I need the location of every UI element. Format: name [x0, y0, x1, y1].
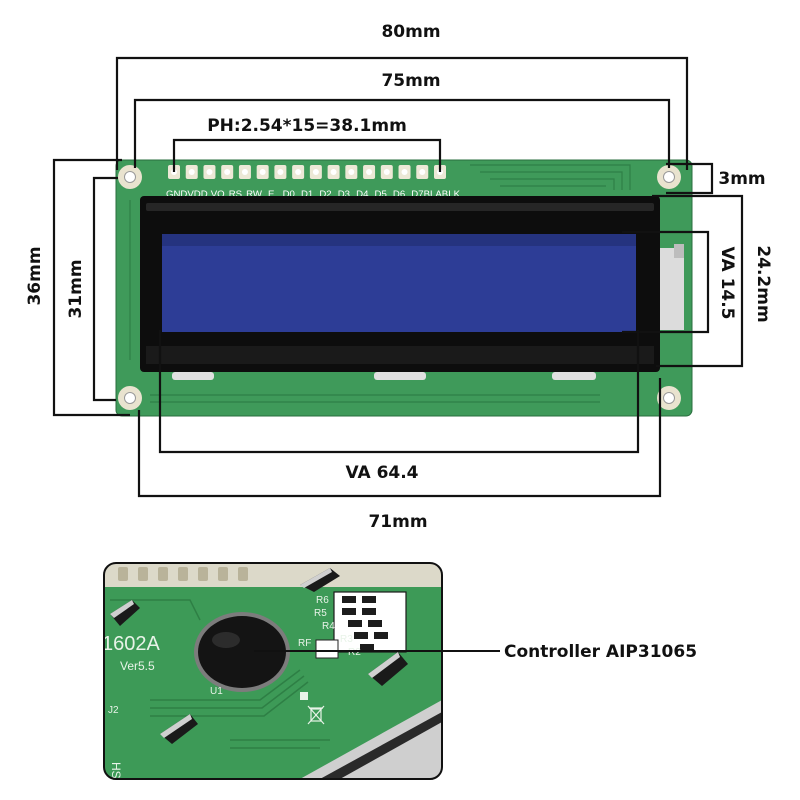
pin-label: D4	[356, 189, 368, 200]
pin-hole	[348, 169, 355, 175]
pin-label: D2	[319, 189, 331, 200]
resistor-label-r6: R6	[316, 595, 329, 606]
pcb-traces	[129, 164, 631, 403]
dim-pinheader-line	[172, 138, 442, 172]
j2-label: J2	[108, 705, 119, 716]
dim-va-width-line	[158, 330, 640, 454]
back-board-photo: R6 R5 R4 R3 R2 RF 1602A Ver5.5 U1 J2 HS	[102, 563, 442, 779]
resistor-label-r3: R3	[340, 634, 353, 645]
dim-31mm-label: 31mm	[66, 259, 86, 318]
pin-hole	[241, 169, 248, 175]
controller-chip-gloss	[212, 632, 240, 648]
pin-hole	[224, 169, 231, 175]
pin-hole	[277, 169, 284, 175]
pin-hole	[206, 169, 213, 175]
lcd-screen	[162, 234, 636, 332]
pin-label: D6	[393, 189, 405, 200]
pin-label: VDD	[187, 189, 207, 200]
backlight-led	[674, 244, 684, 258]
bezel-clips	[172, 372, 596, 380]
bezel-tabs	[110, 568, 408, 744]
dim-va-height-label: VA 14.5	[717, 246, 737, 319]
pin-label: D7	[411, 189, 423, 200]
u1-label: U1	[210, 686, 223, 697]
pin-label: D1	[301, 189, 313, 200]
resistor-label-r2: R2	[348, 647, 361, 658]
dim-3mm-label: 3mm	[718, 169, 765, 189]
pin-label: D0	[283, 189, 295, 200]
pin-label: RS	[229, 189, 242, 200]
board-model-label: 1602A	[102, 633, 160, 655]
resistor-label-r5: R5	[314, 608, 327, 619]
back-frame-edge	[300, 700, 442, 779]
pin-hole	[312, 169, 319, 175]
pin-label: VO	[211, 189, 225, 200]
back-photo-frame	[103, 562, 443, 780]
pin-hole	[330, 169, 337, 175]
bezel-highlight	[146, 203, 654, 211]
pin-label: D3	[338, 189, 350, 200]
dimension-lines	[52, 56, 744, 498]
pin-hole	[366, 169, 373, 175]
bezel-bottom-band	[146, 346, 654, 364]
dim-75mm-label: 75mm	[381, 71, 440, 91]
dim-36mm-line	[52, 158, 130, 417]
backlight-tab	[660, 248, 684, 330]
rf-pad	[315, 639, 339, 659]
pin-label: BLK	[442, 189, 461, 200]
pin-hole	[259, 169, 266, 175]
dim-36mm-label: 36mm	[25, 246, 45, 305]
dim-pinheader-label: PH:2.54*15=38.1mm	[207, 116, 407, 136]
dim-75mm-line	[133, 98, 671, 168]
pin-label: D5	[375, 189, 387, 200]
back-pad	[300, 692, 308, 700]
resistor-array	[333, 591, 407, 653]
controller-callout-label: Controller AIP31065	[504, 642, 697, 662]
dim-71mm-label: 71mm	[368, 512, 427, 532]
dim-va-height-line	[622, 230, 710, 334]
resistor-label-r4: R4	[322, 621, 335, 632]
dim-80mm-line	[115, 56, 689, 170]
dim-va-width-label: VA 64.4	[345, 463, 418, 483]
pin-label: GND	[166, 189, 188, 200]
dim-24mm-label: 24.2mm	[753, 245, 773, 322]
pin-hole	[295, 169, 302, 175]
rf-label: RF	[298, 638, 311, 649]
corner-label: HS	[109, 762, 123, 779]
dim-24mm-line	[652, 194, 744, 368]
pin-label: BLA	[424, 189, 443, 200]
back-header-pins	[118, 567, 248, 581]
dim-31mm-line	[92, 176, 118, 402]
dim-71mm-line	[137, 378, 662, 498]
pin-hole	[188, 169, 195, 175]
pin-label: E	[268, 189, 274, 200]
back-traces	[110, 599, 341, 749]
dimension-labels: 80mm 75mm PH:2.54*15=38.1mm 3mm VA 64.4 …	[25, 22, 773, 532]
pin-hole	[401, 169, 408, 175]
mounting-holes	[118, 165, 681, 410]
back-header-strip	[104, 563, 442, 587]
pin-label: RW	[246, 189, 262, 200]
dim-80mm-label: 80mm	[381, 22, 440, 42]
dim-3mm-line	[666, 162, 714, 195]
front-board: GNDVDD VO RS RW E D0 D1 D2 D3 D4 D5 D6 D7BLABLK	[115, 159, 693, 417]
pin-hole	[383, 169, 390, 175]
lcd-screen-shade	[162, 234, 636, 246]
pin-hole	[419, 169, 426, 175]
back-frame-edge-dark	[320, 712, 442, 779]
pin-labels: GNDVDD VO RS RW E D0 D1 D2 D3 D4 D5 D6 D7BLABLK	[166, 189, 461, 200]
board-version-label: Ver5.5	[120, 659, 155, 673]
weee-icon	[307, 705, 325, 725]
